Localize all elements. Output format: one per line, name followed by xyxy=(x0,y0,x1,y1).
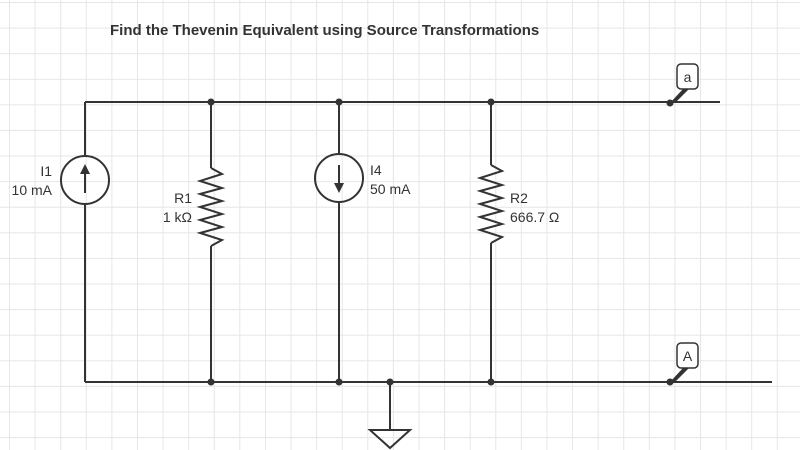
current-source-i4[interactable] xyxy=(314,153,364,203)
ground-icon xyxy=(367,382,413,450)
r2-value: 666.7 Ω xyxy=(510,209,559,225)
junction-dot xyxy=(487,98,495,106)
arrow-up-icon xyxy=(80,164,90,174)
i4-name: I4 xyxy=(370,162,382,178)
wires xyxy=(84,101,772,383)
source-circle xyxy=(60,155,110,205)
source-circle xyxy=(314,153,364,203)
current-source-i1[interactable] xyxy=(60,155,110,205)
terminal-A[interactable]: A xyxy=(666,342,699,386)
terminal-lead xyxy=(670,368,689,382)
resistor-r1[interactable] xyxy=(196,167,226,247)
r2-name: R2 xyxy=(510,190,528,206)
junction-dot xyxy=(335,98,343,106)
r1-name: R1 xyxy=(174,190,192,206)
junction-dot xyxy=(487,378,495,386)
terminal-label-box xyxy=(676,342,699,369)
terminal-a-label: a xyxy=(684,69,692,85)
arrow-down-icon xyxy=(334,183,344,193)
resistor-r2[interactable] xyxy=(476,164,506,244)
junction-dot xyxy=(335,378,343,386)
terminal-lead xyxy=(670,89,689,103)
r1-value: 1 kΩ xyxy=(163,209,192,225)
i4-value: 50 mA xyxy=(370,181,411,197)
terminal-a[interactable]: a xyxy=(666,63,699,107)
junction-dot xyxy=(207,378,215,386)
ground-triangle xyxy=(367,429,413,450)
diagram-title: Find the Thevenin Equivalent using Sourc… xyxy=(110,22,539,39)
junction-dot xyxy=(207,98,215,106)
junction-dots xyxy=(207,98,495,386)
terminal-A-label: A xyxy=(683,348,693,364)
i1-name: I1 xyxy=(40,163,52,179)
i1-value: 10 mA xyxy=(12,182,53,198)
terminal-label-box xyxy=(676,63,699,90)
